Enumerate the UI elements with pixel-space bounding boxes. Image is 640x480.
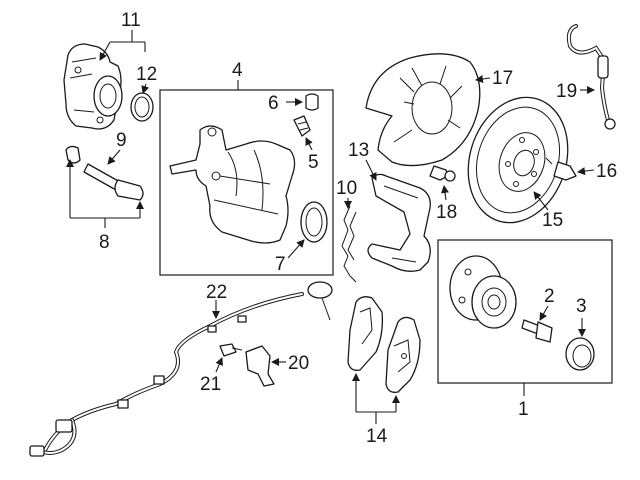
brake-pad-inner (347, 296, 384, 371)
abs-sensor (245, 345, 275, 387)
callout-11: 11 (121, 10, 141, 31)
callout-14: 14 (366, 426, 388, 447)
pad-hardware-clip (341, 205, 357, 283)
callout-15: 15 (542, 210, 563, 231)
callout-20: 20 (288, 353, 309, 374)
bleeder-cap (305, 93, 319, 111)
callout-21: 21 (200, 374, 221, 395)
abs-sensor-bolt (219, 343, 243, 357)
callout-9: 9 (116, 130, 127, 151)
callout-5: 5 (308, 152, 319, 173)
callout-22: 22 (206, 282, 227, 303)
caliper-group-box (159, 89, 334, 276)
dust-cap (565, 337, 595, 371)
callout-7: 7 (275, 254, 286, 275)
bleeder-screw (293, 115, 311, 137)
callout-1: 1 (518, 399, 529, 420)
callout-13: 13 (348, 140, 369, 161)
callout-4: 4 (232, 60, 243, 81)
callout-17: 17 (492, 68, 513, 89)
leader-lines (66, 30, 595, 424)
hub-bearing (449, 255, 517, 329)
callout-19: 19 (556, 81, 577, 102)
callout-16: 16 (596, 161, 617, 182)
wear-sensor-lead (566, 24, 616, 130)
caliper-bracket (367, 173, 431, 272)
callout-6: 6 (268, 93, 279, 114)
callout-12: 12 (136, 64, 157, 85)
splash-shield (365, 53, 481, 167)
callout-8: 8 (99, 232, 110, 253)
brake-rotor (467, 96, 569, 224)
hub-bolt (521, 319, 553, 343)
callout-10: 10 (336, 178, 357, 199)
bracket-bolt (429, 165, 456, 182)
guide-pin-boot-right (114, 179, 144, 201)
piston-seal (300, 201, 328, 243)
guide-pin-boot-left (65, 145, 81, 164)
brake-pad-outer (385, 316, 421, 393)
callout-2: 2 (544, 286, 555, 307)
callout-18: 18 (436, 202, 457, 223)
hub-group-box (437, 239, 613, 384)
rotor-screw (545, 157, 577, 181)
brake-caliper (169, 125, 296, 244)
callout-3: 3 (576, 296, 587, 317)
parking-brake-motor (63, 43, 123, 130)
abs-sensor-harness (29, 281, 333, 457)
motor-o-ring (130, 92, 154, 122)
